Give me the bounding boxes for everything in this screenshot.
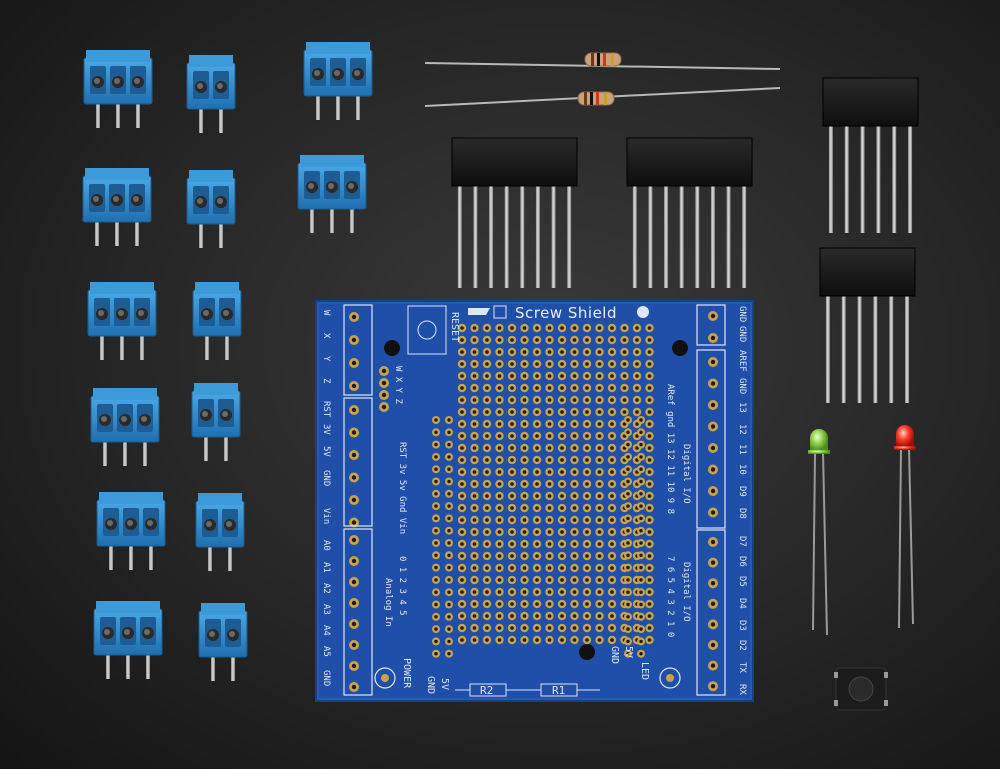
edge-label: GND <box>737 306 747 322</box>
r1-label: R1 <box>552 684 565 697</box>
screw-terminal-block <box>83 50 153 128</box>
edge-label: A0 <box>321 540 331 551</box>
five-v-label-left: 5V <box>439 678 450 690</box>
edge-label: D7 <box>737 536 747 547</box>
screw-terminal-block <box>303 42 373 120</box>
screw-terminal-block <box>192 282 242 360</box>
screw-terminal-block <box>87 282 157 360</box>
edge-label: 11 <box>737 444 747 455</box>
edge-label: D8 <box>737 508 747 519</box>
five-v-label-right: 5V <box>623 646 634 658</box>
edge-label: D3 <box>737 620 747 631</box>
edge-label: A3 <box>321 604 331 615</box>
edge-label: Z <box>321 378 331 384</box>
screw-terminal-block <box>96 492 166 570</box>
screw-terminal-block <box>186 170 236 248</box>
edge-terminal-pads <box>349 311 718 692</box>
edge-label: A4 <box>321 625 331 636</box>
stacking-headers <box>451 77 919 403</box>
resistors <box>424 52 781 107</box>
gnd-label-left: GND <box>425 676 436 694</box>
screw-shield-pcb: Screw Shield RESET POWER LED GND 5V GND … <box>315 300 754 702</box>
power-label: POWER <box>401 658 412 689</box>
edge-label: 13 <box>737 402 747 413</box>
edge-label: D5 <box>737 576 747 587</box>
edge-label: TX <box>737 662 747 673</box>
edge-label: GND <box>321 670 331 686</box>
edge-label: X <box>321 333 331 339</box>
prototype-hole-grid <box>432 323 654 658</box>
edge-label: A1 <box>321 562 331 573</box>
reset-label: RESET <box>449 312 460 342</box>
board-title: Screw Shield <box>515 304 617 322</box>
stacking-header <box>819 247 916 403</box>
shield-logo-icon <box>493 305 507 319</box>
led <box>894 425 916 629</box>
edge-label: AREF <box>737 350 747 372</box>
screw-terminal-blocks <box>82 42 373 681</box>
inner-power-label: RST 3v 5v Gnd Vin <box>397 442 407 534</box>
edge-label: RST <box>321 401 331 418</box>
leds <box>808 425 916 636</box>
resistor <box>424 52 781 70</box>
stacking-header <box>451 137 578 288</box>
edge-label: A5 <box>321 646 331 657</box>
gnd-label-right: GND <box>609 646 620 664</box>
screw-terminal-block <box>191 383 241 461</box>
edge-label: D6 <box>737 556 747 567</box>
inner-digital-top-numbers: ARef gnd 13 12 11 10 9 8 <box>665 384 675 514</box>
edge-label: RX <box>737 684 747 695</box>
screw-terminal-block <box>195 493 245 571</box>
edge-label: GND <box>737 326 747 342</box>
flower-logo-icon <box>637 306 649 318</box>
edge-label: Y <box>321 356 331 362</box>
edge-label: 5V <box>321 446 331 457</box>
edge-label: A2 <box>321 583 331 594</box>
inner-digital-bottom-numbers: 7 6 5 4 3 2 1 0 <box>665 556 675 637</box>
screw-terminal-block <box>198 603 248 681</box>
inner-analog-numbers: 0 1 2 3 4 5 <box>397 556 407 616</box>
resistor <box>424 87 781 107</box>
edge-label: 12 <box>737 424 747 435</box>
screw-terminal-block <box>186 55 236 133</box>
screw-terminal-block <box>82 168 152 246</box>
edge-label: D9 <box>737 486 747 497</box>
edge-label: D2 <box>737 640 747 651</box>
edge-label: 10 <box>737 464 747 475</box>
screw-terminal-block <box>297 155 367 233</box>
screw-terminal-block <box>93 601 163 679</box>
led-label: LED <box>639 662 650 680</box>
stacking-header <box>626 137 753 288</box>
inner-digital-bottom-label: Digital I/O <box>681 562 691 622</box>
inner-wxyz-label: W X Y Z <box>393 366 403 405</box>
tactile-button <box>834 667 888 711</box>
r2-label: R2 <box>480 684 493 697</box>
inner-digital-top-label: Digital I/O <box>681 444 691 504</box>
edge-label: W <box>321 310 331 316</box>
adafruit-logo-icon <box>468 308 490 315</box>
stacking-header <box>822 77 919 233</box>
screw-terminal-block <box>90 388 160 466</box>
edge-label: D4 <box>737 598 747 609</box>
inner-analog-label: Analog In <box>383 578 393 627</box>
edge-label: GND <box>737 378 747 394</box>
edge-label: Vin <box>321 508 331 524</box>
edge-label: 3V <box>321 424 331 435</box>
led <box>808 429 830 636</box>
edge-label: GND <box>321 470 331 486</box>
